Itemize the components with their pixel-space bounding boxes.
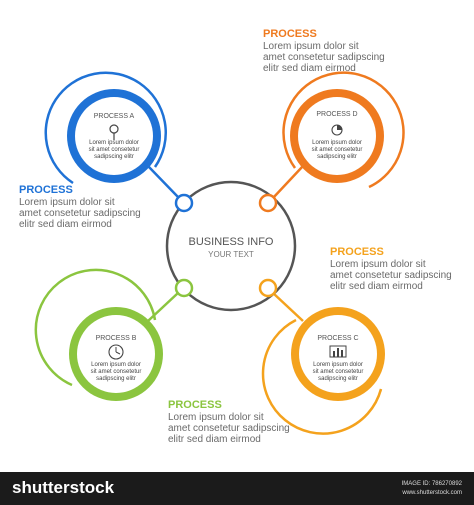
- watermark-footer: shutterstock IMAGE ID: 786270892 www.shu…: [0, 472, 474, 505]
- node-c-text-line: sit amet consetetur: [312, 369, 364, 375]
- callout-top-title: PROCESS: [263, 28, 317, 40]
- node-d-text: Lorem ipsum dolor sit amet consetetur sa…: [302, 140, 372, 161]
- callout-bottom-title: PROCESS: [168, 399, 222, 411]
- node-c-text: Lorem ipsum dolor sit amet consetetur sa…: [303, 362, 373, 383]
- pie-chart-icon: [331, 124, 343, 136]
- node-a-text-line: sit amet consetetur: [88, 147, 140, 153]
- callout-top-body: Lorem ipsum dolor sit amet consetetur sa…: [263, 41, 385, 74]
- junction-b: [174, 278, 194, 298]
- node-b-face: [77, 315, 155, 393]
- callout-right-title: PROCESS: [330, 246, 384, 258]
- node-a-label: PROCESS A: [93, 113, 135, 120]
- magnifier-icon: [109, 124, 119, 140]
- callout-right-body: Lorem ipsum dolor sit amet consetetur sa…: [330, 259, 452, 292]
- process-diagram: [34, 71, 405, 435]
- callout-bottom-line: Lorem ipsum dolor sit: [168, 412, 264, 423]
- center-title: BUSINESS INFO: [188, 236, 274, 248]
- node-a-text-line: Lorem ipsum dolor: [89, 140, 139, 146]
- node-d-outer-arc: [282, 71, 405, 189]
- node-c-text-line: sadipscing elitr: [318, 376, 358, 382]
- node-b-text-line: sit amet consetetur: [90, 369, 142, 375]
- node-c-text-line: Lorem ipsum dolor: [313, 362, 363, 368]
- clock-icon: [108, 344, 124, 360]
- connector-c: [272, 292, 304, 322]
- footer-site: www.shutterstock.com: [402, 490, 462, 496]
- node-d-text-line: Lorem ipsum dolor: [312, 140, 362, 146]
- callout-right-line: amet consetetur sadipscing: [330, 270, 452, 281]
- node-b: [34, 268, 163, 401]
- callout-left-line: Lorem ipsum dolor sit: [19, 197, 115, 208]
- node-c-label: PROCESS C: [317, 335, 359, 342]
- center-hub: [165, 180, 297, 312]
- footer-brand: shutterstock: [12, 478, 115, 497]
- callout-top-line: amet consetetur sadipscing: [263, 52, 385, 63]
- node-b-label: PROCESS B: [95, 335, 137, 342]
- connector-a: [147, 165, 179, 198]
- junction-c: [258, 278, 278, 298]
- node-c: [261, 307, 385, 435]
- junction-d: [258, 193, 278, 213]
- callout-right-line: Lorem ipsum dolor sit: [330, 259, 426, 270]
- callout-left-body: Lorem ipsum dolor sit amet consetetur sa…: [19, 197, 141, 230]
- node-d: [282, 71, 405, 189]
- callout-bottom-line: elitr sed diam eirmod: [168, 434, 261, 445]
- callout-top-line: Lorem ipsum dolor sit: [263, 41, 359, 52]
- node-a: [44, 71, 167, 185]
- node-b-text-line: sadipscing elitr: [96, 376, 136, 382]
- node-d-face: [298, 97, 376, 175]
- callout-left-line: elitr sed diam eirmod: [19, 219, 112, 230]
- bar-chart-icon: [329, 345, 347, 358]
- connector-d: [272, 165, 304, 199]
- callout-bottom-body: Lorem ipsum dolor sit amet consetetur sa…: [168, 412, 290, 445]
- center-subtitle: YOUR TEXT: [208, 250, 254, 259]
- callout-top-line: elitr sed diam eirmod: [263, 63, 356, 74]
- node-d-label: PROCESS D: [316, 111, 358, 118]
- node-a-outer-arc: [44, 71, 167, 185]
- callout-right-line: elitr sed diam eirmod: [330, 281, 423, 292]
- node-d-text-line: sit amet consetetur: [311, 147, 363, 153]
- callout-left-title: PROCESS: [19, 184, 73, 196]
- node-a-text-line: sadipscing elitr: [94, 154, 134, 160]
- node-d-text-line: sadipscing elitr: [317, 154, 357, 160]
- callout-left-line: amet consetetur sadipscing: [19, 208, 141, 219]
- callout-bottom-line: amet consetetur sadipscing: [168, 423, 290, 434]
- node-b-text-line: Lorem ipsum dolor: [91, 362, 141, 368]
- footer-image-id: IMAGE ID: 786270892: [401, 481, 462, 487]
- node-b-outer-arc: [34, 268, 157, 387]
- node-c-outer-arc: [261, 318, 383, 435]
- node-b-text: Lorem ipsum dolor sit amet consetetur sa…: [81, 362, 151, 383]
- node-a-text: Lorem ipsum dolor sit amet consetetur sa…: [79, 140, 149, 161]
- junction-a: [174, 193, 194, 213]
